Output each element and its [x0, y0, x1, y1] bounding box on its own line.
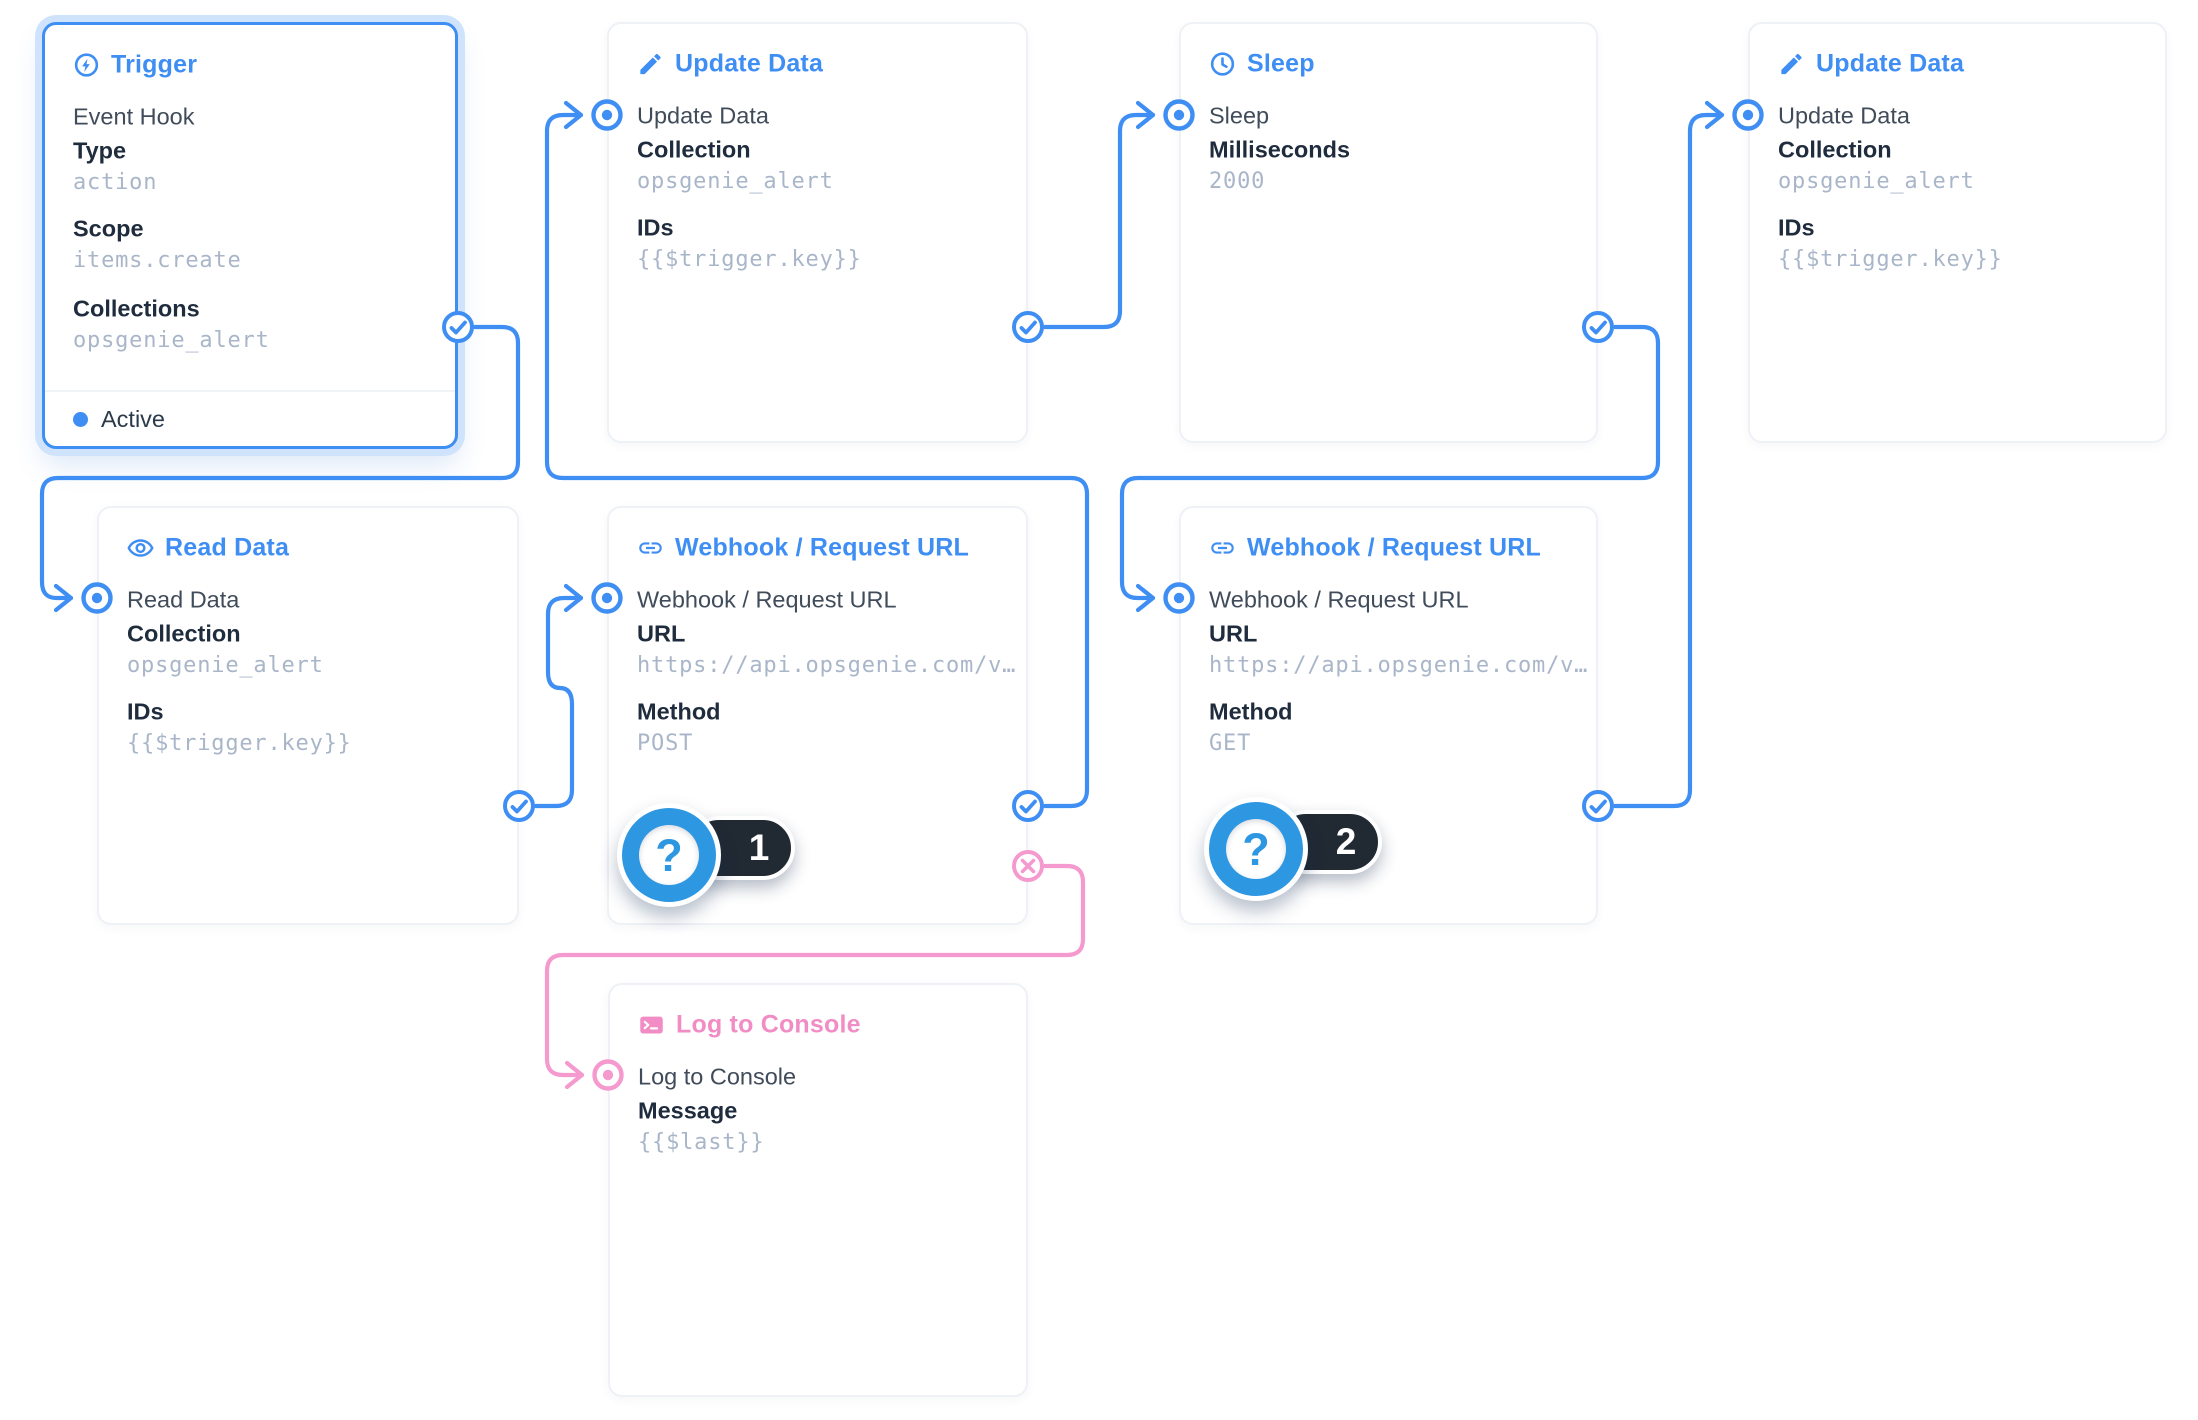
node-plain-text: Webhook / Request URL — [637, 586, 897, 613]
question-circle-inner: ? — [1226, 819, 1286, 879]
node-label-text: Milliseconds — [1209, 136, 1351, 163]
node-value-text: https://api.opsgenie.com/v… — [637, 653, 1017, 678]
node-plain-text: Read Data — [127, 586, 240, 613]
node-label-text: URL — [1209, 620, 1258, 647]
hint-badge-1[interactable]: 1? — [617, 803, 817, 907]
node-label-text: Type — [73, 137, 127, 164]
node-plain-text: Log to Console — [638, 1063, 797, 1090]
node-title-row: Webhook / Request URL — [637, 534, 969, 563]
node-value-text: POST — [637, 731, 694, 756]
node-title: Log to Console — [676, 1010, 861, 1039]
node-status-footer: Active — [45, 390, 455, 446]
hint-badge-2[interactable]: 2? — [1204, 797, 1404, 901]
node-value-text: opsgenie_alert — [73, 328, 270, 353]
node-title: Update Data — [1816, 49, 1965, 78]
node-plain-text: Update Data — [637, 102, 769, 129]
node-label-text: IDs — [637, 214, 674, 241]
node-title: Webhook / Request URL — [1247, 533, 1542, 562]
node-label-text: Collection — [637, 136, 751, 163]
node-title: Update Data — [675, 49, 824, 78]
node-label-text: Method — [637, 698, 721, 725]
node-value-text: {{$last}} — [638, 1130, 765, 1155]
clock-icon — [1209, 51, 1236, 78]
node-title: Read Data — [165, 533, 290, 562]
node-title-row: Update Data — [637, 50, 823, 79]
question-mark-glyph: ? — [1242, 823, 1270, 875]
node-title-row: Webhook / Request URL — [1209, 534, 1541, 563]
node-title-row: Update Data — [1778, 50, 1964, 79]
hint-count: 1 — [748, 827, 770, 868]
node-value-text: https://api.opsgenie.com/v… — [1209, 653, 1589, 678]
node-label-text: Message — [638, 1097, 738, 1124]
node-value-text: {{$trigger.key}} — [127, 731, 352, 756]
node-plain-text: Event Hook — [73, 103, 195, 130]
pencil-icon — [1778, 51, 1805, 78]
node-label-text: Collection — [1778, 136, 1892, 163]
eye-icon — [127, 535, 154, 562]
link-icon — [1209, 535, 1236, 562]
node-label-text: IDs — [1778, 214, 1815, 241]
node-plain-text: Sleep — [1209, 102, 1270, 129]
node-value-text: {{$trigger.key}} — [637, 247, 862, 272]
node-label-text: Method — [1209, 698, 1293, 725]
question-circle-inner: ? — [639, 825, 699, 885]
node-title: Webhook / Request URL — [675, 533, 970, 562]
terminal-icon — [638, 1012, 665, 1039]
node-title: Trigger — [111, 50, 198, 79]
node-label-text: Scope — [73, 215, 144, 242]
node-value-text: opsgenie_alert — [127, 653, 324, 678]
node-value-text: items.create — [73, 248, 242, 273]
question-circle-icon: ? — [1204, 797, 1308, 901]
node-label-text: URL — [637, 620, 686, 647]
node-value-text: opsgenie_alert — [1778, 169, 1975, 194]
node-label-text: Collection — [127, 620, 241, 647]
node-value-text: action — [73, 170, 158, 195]
question-circle-icon: ? — [617, 803, 721, 907]
link-icon — [637, 535, 664, 562]
node-plain-text: Update Data — [1778, 102, 1910, 129]
node-title: Sleep — [1247, 49, 1315, 78]
bolt-circle-icon — [73, 52, 100, 79]
node-title-row: Sleep — [1209, 50, 1315, 79]
node-title-row: Trigger — [73, 51, 197, 80]
node-label-text: IDs — [127, 698, 164, 725]
node-value-text: opsgenie_alert — [637, 169, 834, 194]
node-value-text: {{$trigger.key}} — [1778, 247, 2003, 272]
pencil-icon — [637, 51, 664, 78]
node-value-text: 2000 — [1209, 169, 1266, 194]
hint-count: 2 — [1335, 821, 1357, 862]
active-status-dot — [73, 411, 88, 427]
node-plain-text: Webhook / Request URL — [1209, 586, 1469, 613]
node-value-text: GET — [1209, 731, 1252, 756]
node-label-text: Collections — [73, 295, 200, 322]
status-text: Active — [101, 405, 165, 432]
node-title-row: Log to Console — [638, 1011, 861, 1040]
question-mark-glyph: ? — [655, 829, 683, 881]
node-title-row: Read Data — [127, 534, 289, 563]
